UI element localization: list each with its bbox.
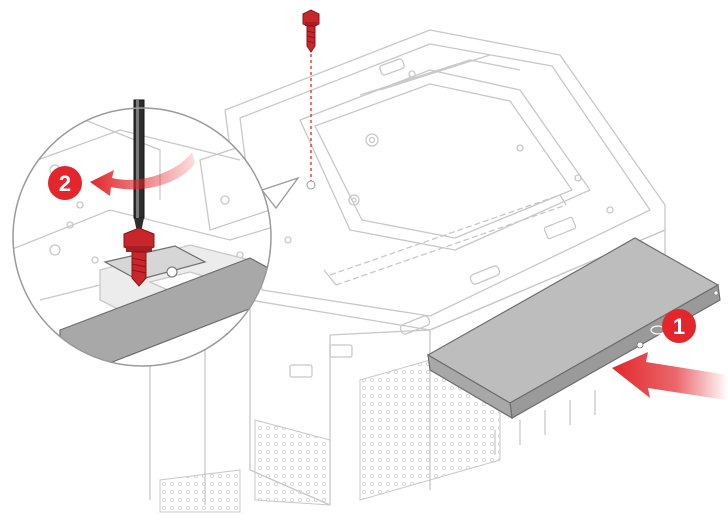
detail-callout xyxy=(12,99,272,367)
screw-icon xyxy=(123,227,155,287)
svg-text:2: 2 xyxy=(59,171,71,196)
screwdriver-icon xyxy=(133,99,145,232)
push-arrow-icon xyxy=(612,352,728,400)
screw-icon xyxy=(302,9,320,53)
rotate-arrow-icon xyxy=(90,152,195,196)
callout-pointer-icon xyxy=(260,176,300,210)
step-badge-1: 1 xyxy=(662,309,696,343)
svg-text:1: 1 xyxy=(673,314,685,339)
screw-hole xyxy=(306,180,316,190)
step-badge-2: 2 xyxy=(48,166,82,200)
